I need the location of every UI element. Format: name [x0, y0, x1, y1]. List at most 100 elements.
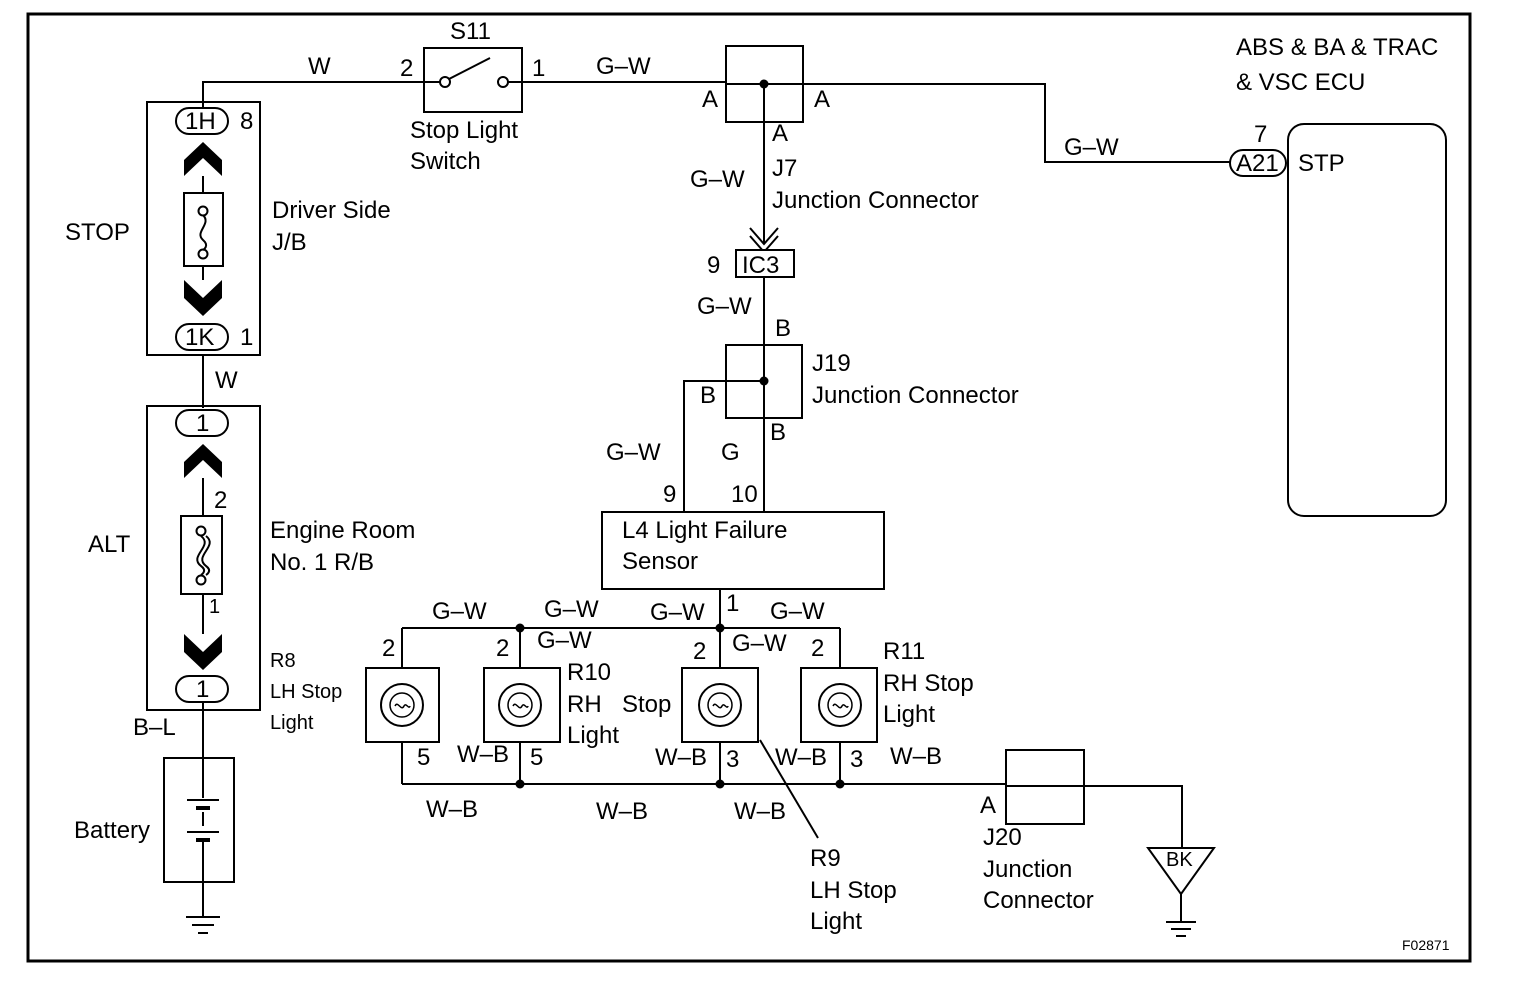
ecu-box	[1287, 123, 1447, 517]
r9-name-line1: LH Stop	[810, 877, 897, 904]
lamp-r9	[681, 667, 759, 743]
r8-name-line1: LH Stop	[270, 681, 342, 703]
rb-connector-bottom: 1	[196, 676, 209, 703]
wire-color-label: G–W	[732, 630, 787, 657]
r9-stop-word: Stop	[622, 691, 671, 718]
r10-name-line2: Light	[567, 722, 619, 749]
light-failure-sensor-box	[601, 511, 885, 590]
wire-color-label: G–W	[596, 53, 651, 80]
junction-dot	[715, 623, 725, 633]
junction-dot	[759, 79, 769, 89]
j7-pin-right: A	[814, 86, 830, 113]
l4-pin1: 1	[726, 590, 739, 617]
j7-name: Junction Connector	[772, 187, 979, 214]
ecu-title-line2: & VSC ECU	[1236, 69, 1365, 96]
wire-color-label: W	[215, 367, 238, 394]
wire-color-label: G–W	[650, 599, 705, 626]
battery-label: Battery	[74, 817, 150, 844]
wire-color-label: B–L	[133, 714, 176, 741]
jb-name-line2: J/B	[272, 229, 307, 256]
switch-pin2: 2	[400, 55, 413, 82]
wire-color-label: W–B	[890, 743, 942, 770]
switch-pin1: 1	[532, 55, 545, 82]
switch-id: S11	[450, 18, 491, 45]
ic3-connector-label: IC3	[742, 252, 779, 279]
driver-side-jb	[146, 101, 261, 356]
j7-junction-box	[725, 45, 804, 123]
jb-connector-1h: 1H	[185, 108, 216, 135]
fuse-stop-label: STOP	[65, 219, 130, 246]
wire-color-label: G–W	[537, 627, 592, 654]
r11-pin2: 2	[811, 635, 824, 662]
r9-name-line2: Light	[810, 908, 862, 935]
j7-pin-bottom: A	[772, 120, 788, 147]
lamp-r8	[365, 667, 440, 743]
r11-name-line1: RH Stop	[883, 670, 974, 697]
wire-color-label: W–B	[775, 744, 827, 771]
wire-color-label: G	[721, 439, 740, 466]
l4-pin9: 9	[663, 481, 676, 508]
rb-name-line1: Engine Room	[270, 517, 415, 544]
ic3-pin: 9	[707, 252, 720, 279]
r8-pin2: 2	[382, 635, 395, 662]
rb-pin-1: 1	[209, 596, 220, 618]
battery-symbol	[163, 757, 235, 883]
junction-dots	[515, 79, 845, 789]
r11-name-line2: Light	[883, 701, 935, 728]
figure-code: F02871	[1402, 937, 1450, 953]
jb-pin-8: 8	[240, 108, 253, 135]
r9-pin2: 2	[693, 638, 706, 665]
lamp-r10	[483, 667, 561, 743]
jb-pin-1: 1	[240, 324, 253, 351]
j20-name-line2: Connector	[983, 887, 1094, 914]
ground-bk-label: BK	[1166, 849, 1193, 871]
stop-light-switch	[423, 47, 523, 113]
j20-id: J20	[983, 824, 1022, 851]
l4-name-line2: Sensor	[622, 548, 698, 575]
j7-pin-left: A	[702, 86, 718, 113]
jb-name-line1: Driver Side	[272, 197, 391, 224]
wire-color-label: W–B	[655, 744, 707, 771]
wire-color-label: W–B	[426, 796, 478, 823]
j19-pin-left: B	[700, 382, 716, 409]
rb-name-line2: No. 1 R/B	[270, 549, 374, 576]
ecu-connector-a21	[1229, 149, 1287, 177]
r9-id: R9	[810, 845, 841, 872]
junction-dot	[515, 623, 525, 633]
ecu-terminal-label: STP	[1298, 150, 1345, 177]
wire-color-label: G–W	[690, 166, 745, 193]
ecu-pin-number: 7	[1254, 121, 1267, 148]
r10-id: R10	[567, 659, 611, 686]
j19-id: J19	[812, 350, 851, 377]
ecu-connector-label: A21	[1236, 150, 1279, 177]
j19-junction-box	[725, 344, 803, 419]
r8-name-line2: Light	[270, 712, 314, 734]
j19-name: Junction Connector	[812, 382, 1019, 409]
junction-dot	[759, 376, 769, 386]
r8-id: R8	[270, 650, 296, 672]
j20-junction-box	[1005, 749, 1085, 825]
lamp-r11	[800, 667, 878, 743]
ground-symbol-left	[186, 916, 220, 934]
junction-dot	[515, 779, 525, 789]
wire-color-label: G–W	[606, 439, 661, 466]
jb-connector-1k: 1K	[185, 324, 214, 351]
junction-dot	[835, 779, 845, 789]
wire-color-label: W–B	[596, 798, 648, 825]
rb-pin-2: 2	[214, 487, 227, 514]
r10-name-line1: RH	[567, 691, 602, 718]
j20-pin: A	[980, 792, 996, 819]
wire-color-label: W–B	[457, 741, 509, 768]
junction-dot	[715, 779, 725, 789]
switch-name-line1: Stop Light	[410, 117, 518, 144]
rb-connector-top: 1	[196, 410, 209, 437]
j7-id: J7	[772, 155, 797, 182]
wire-color-label: W	[308, 53, 331, 80]
wire-color-label: W–B	[734, 798, 786, 825]
wires	[202, 81, 1230, 917]
wire-color-label: G–W	[697, 293, 752, 320]
r10-pin2: 2	[496, 635, 509, 662]
ecu-title-line1: ABS & BA & TRAC	[1236, 34, 1438, 61]
j20-name-line1: Junction	[983, 856, 1072, 883]
